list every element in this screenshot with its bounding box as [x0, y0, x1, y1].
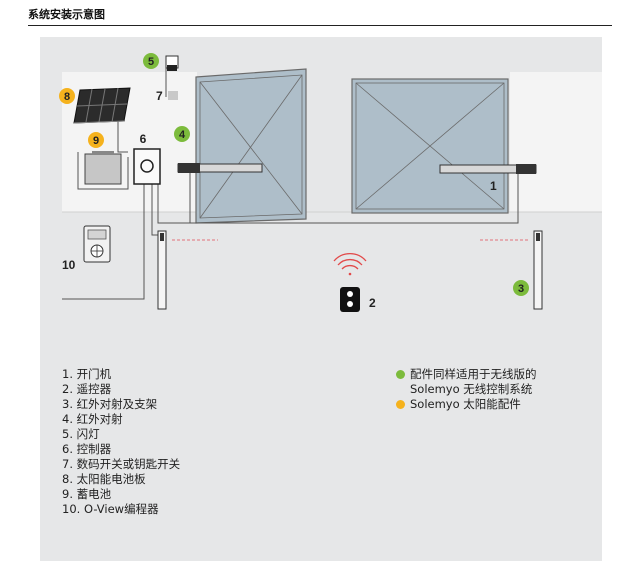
solar-panel-icon	[72, 87, 131, 124]
callout-10: 10	[62, 258, 76, 272]
svg-text:3: 3	[518, 283, 524, 295]
legend-item: 2. 遥控器	[62, 382, 112, 396]
photocell-post-icon	[533, 230, 543, 310]
legend-note-green-cont: Solemyo 无线控制系统	[410, 382, 533, 396]
left-gate	[195, 68, 307, 224]
callout-4: 4	[174, 126, 190, 142]
callout-2: 2	[369, 296, 376, 310]
header-divider	[28, 25, 612, 26]
legend-item: 1. 开门机	[62, 367, 112, 381]
svg-text:9: 9	[93, 135, 99, 147]
gate-opener-icon	[439, 164, 537, 174]
callout-8: 8	[59, 88, 75, 104]
green-dot-icon	[396, 370, 405, 379]
component-legend: 1. 开门机 2. 遥控器 3. 红外对射及支架 4. 红外对射 5. 闪灯 6…	[62, 367, 180, 517]
svg-text:8: 8	[64, 91, 70, 103]
legend-item: 9. 蓄电池	[62, 487, 112, 501]
legend-item: 5. 闪灯	[62, 427, 100, 441]
right-gate	[351, 78, 509, 214]
wiring	[62, 67, 519, 300]
yellow-dot-icon	[396, 400, 405, 409]
wireless-signal-icon	[333, 252, 367, 276]
legend-item: 7. 数码开关或钥匙开关	[62, 457, 181, 471]
gate-opener-icon	[177, 163, 263, 173]
callout-9: 9	[88, 132, 104, 148]
remote-control-icon	[340, 287, 360, 312]
svg-text:4: 4	[179, 129, 186, 141]
wall-right	[510, 72, 602, 212]
flashing-light-icon	[165, 55, 179, 71]
installation-diagram: 8 9 5 4 3 7 6 1 10 2	[59, 53, 602, 312]
callout-5: 5	[143, 53, 159, 69]
page-title: 系统安装示意图	[28, 8, 105, 21]
svg-text:5: 5	[148, 56, 154, 68]
battery-icon	[84, 151, 122, 185]
legend-item: 3. 红外对射及支架	[62, 397, 158, 411]
color-legend: 配件同样适用于无线版的 Solemyo 无线控制系统 Solemyo 太阳能配件	[396, 367, 537, 412]
legend-item: 4. 红外对射	[62, 412, 123, 426]
control-box-icon	[133, 148, 161, 185]
keypad-icon	[168, 91, 178, 100]
callout-3: 3	[513, 280, 529, 296]
legend-item: 10. O-View编程器	[62, 502, 159, 516]
callout-7: 7	[156, 89, 163, 103]
callout-6: 6	[140, 132, 147, 146]
legend-item: 8. 太阳能电池板	[62, 472, 146, 486]
legend-item: 6. 控制器	[62, 442, 112, 456]
programmer-icon	[83, 225, 111, 263]
photocell-post-icon	[157, 230, 167, 310]
callout-1: 1	[490, 179, 497, 193]
legend-note-green: 配件同样适用于无线版的	[396, 367, 537, 382]
legend-note-yellow: Solemyo 太阳能配件	[396, 397, 537, 412]
